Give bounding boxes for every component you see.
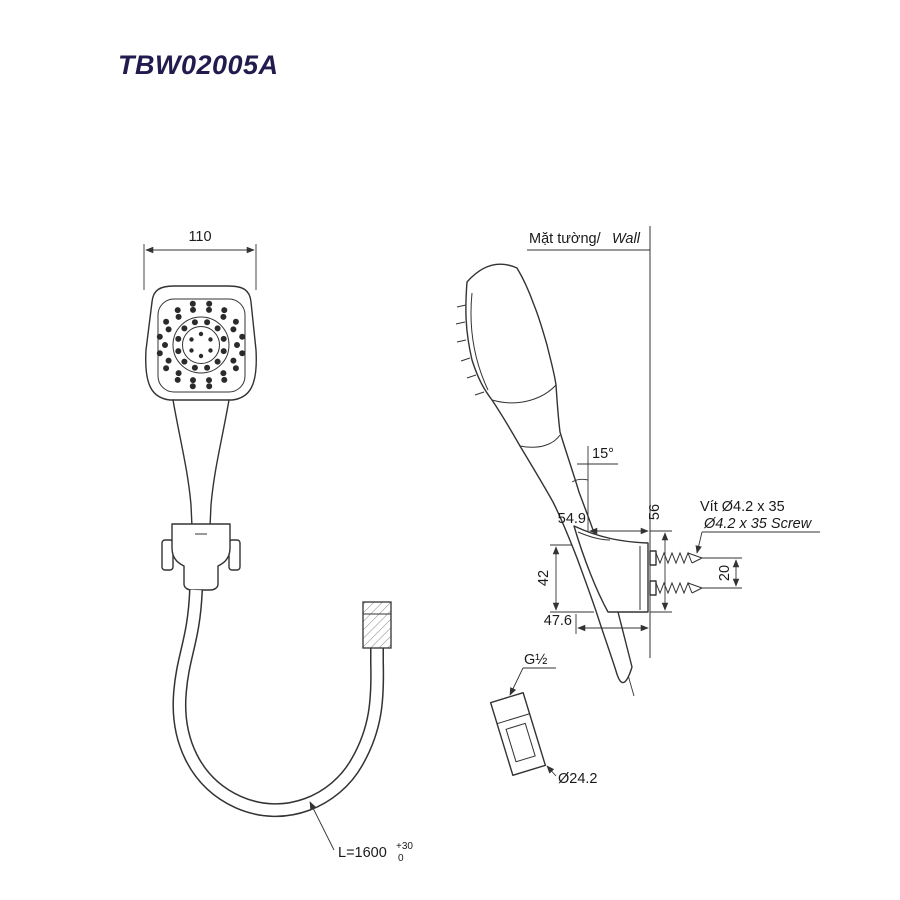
hose-length-label: L=1600 <box>338 845 387 861</box>
dimension-bracket-height: 42 <box>536 544 594 613</box>
thread-label: G½ <box>524 652 547 668</box>
dimension-angle: 15° <box>571 446 618 540</box>
shower-head-front <box>145 285 257 401</box>
hose-tolerance-upper: +30 <box>396 841 413 852</box>
dimension-hose-length: L=1600 +30 0 <box>309 801 413 864</box>
dimension-head-width: 110 <box>143 229 257 290</box>
dim-bracket-depth-label: 47.6 <box>544 613 572 629</box>
wall-bracket-front <box>161 523 241 591</box>
screw-top <box>649 550 703 566</box>
shower-hose <box>172 589 392 817</box>
angle-label: 15° <box>592 446 614 462</box>
dimension-56: 56 <box>647 504 672 613</box>
hose-tolerance-lower: 0 <box>398 853 404 864</box>
dim-head-width-label: 110 <box>188 229 211 245</box>
shower-side <box>455 263 633 684</box>
dim-56-label: 56 <box>647 504 663 520</box>
dim-screw-pitch-label: 20 <box>717 565 733 581</box>
front-view: 110 <box>143 229 413 864</box>
screw-callout: Vít Ø4.2 x 35 Ø4.2 x 35 Screw <box>695 499 820 554</box>
dimension-wall-offset: 54.9 <box>558 511 649 535</box>
screw-label-vi: Vít Ø4.2 x 35 <box>700 499 785 515</box>
dim-wall-offset-label: 54.9 <box>558 511 586 527</box>
wall-label-en: Wall <box>612 231 641 247</box>
wall-label-vi: Mặt tường/ <box>529 231 602 247</box>
screw-label-en: Ø4.2 x 35 Screw <box>703 516 813 532</box>
wall-bracket-side <box>573 525 649 613</box>
thread-callout: G½ <box>509 652 556 696</box>
shower-handle-front <box>172 399 230 528</box>
spray-nozzles <box>156 300 246 390</box>
dimension-connector-dia: Ø24.2 <box>546 765 598 787</box>
product-code-title: TBW02005A <box>118 50 279 80</box>
hose-fitting-side <box>489 691 547 777</box>
hose-connector-front <box>362 601 392 649</box>
screw-bottom <box>649 580 703 596</box>
dimension-screw-pitch: 20 <box>702 557 742 589</box>
dimension-bracket-depth: 47.6 <box>544 613 649 634</box>
dim-connector-dia-label: Ø24.2 <box>558 771 598 787</box>
side-view: Mặt tường/ Wall 15° <box>455 226 820 787</box>
dim-bracket-height-label: 42 <box>536 570 552 586</box>
mounting-screws <box>649 550 703 596</box>
